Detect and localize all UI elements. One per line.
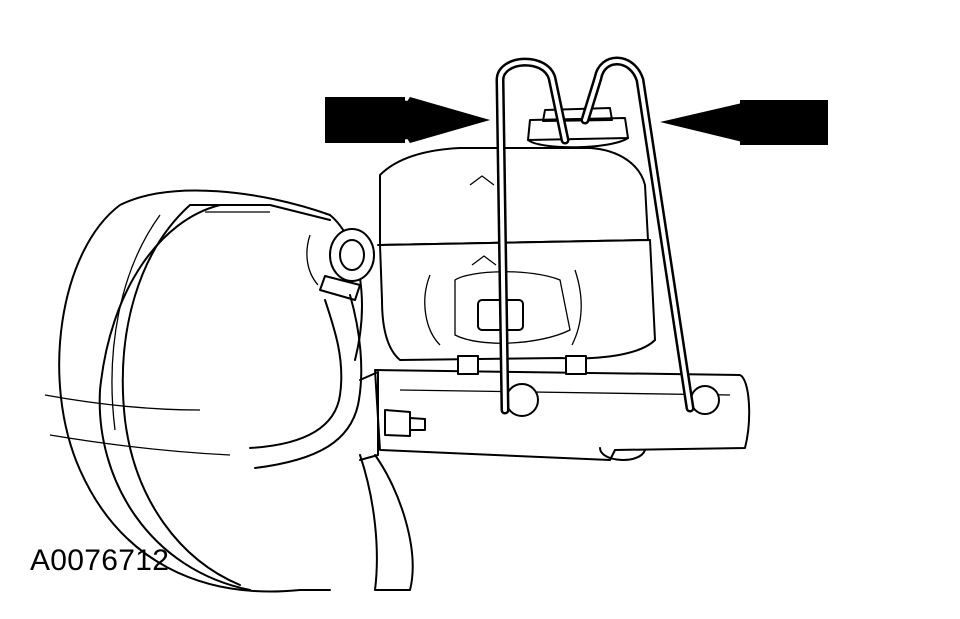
figure-id-label: A0076712	[30, 544, 170, 577]
vacuum-hose	[249, 228, 375, 469]
left-callout-arrow	[325, 97, 490, 143]
brake-lines	[495, 56, 695, 415]
reservoir-cap	[527, 107, 629, 149]
right-callout-arrow	[660, 100, 828, 145]
master-cylinder-body	[359, 355, 751, 591]
brake-booster	[44, 189, 363, 593]
fluid-reservoir	[377, 147, 656, 361]
